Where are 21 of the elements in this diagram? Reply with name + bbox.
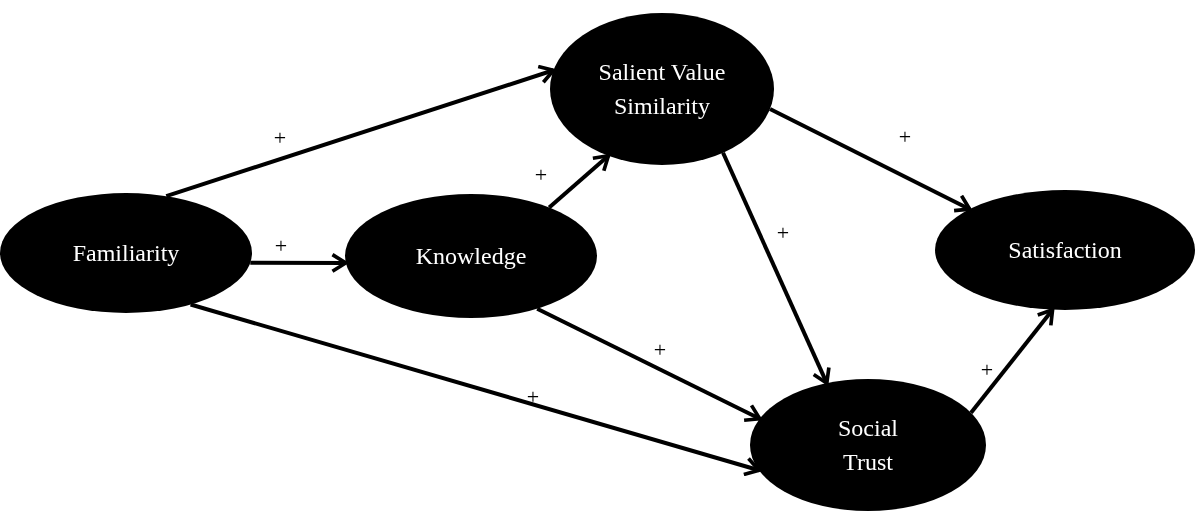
arrow	[721, 151, 831, 385]
edge-label: +	[776, 222, 790, 244]
node-label: Social Trust	[837, 414, 899, 477]
arrow	[536, 306, 762, 423]
edge-label: +	[274, 235, 288, 257]
node-label: Familiarity	[72, 239, 180, 268]
arrow	[250, 252, 348, 274]
edge-label: +	[273, 127, 287, 149]
node-label: Salient Value Similarity	[597, 58, 727, 121]
arrow	[165, 64, 556, 199]
edge-label: +	[898, 126, 912, 148]
edge-label: +	[980, 359, 994, 381]
arrow	[547, 153, 611, 209]
edge-label: +	[526, 386, 540, 408]
arrow	[769, 107, 972, 213]
arrow	[969, 307, 1055, 415]
node-label: Satisfaction	[1008, 236, 1122, 265]
node-label: Knowledge	[415, 242, 527, 271]
arrow	[190, 302, 761, 477]
edge-label: +	[534, 164, 548, 186]
edge-label: +	[653, 339, 667, 361]
